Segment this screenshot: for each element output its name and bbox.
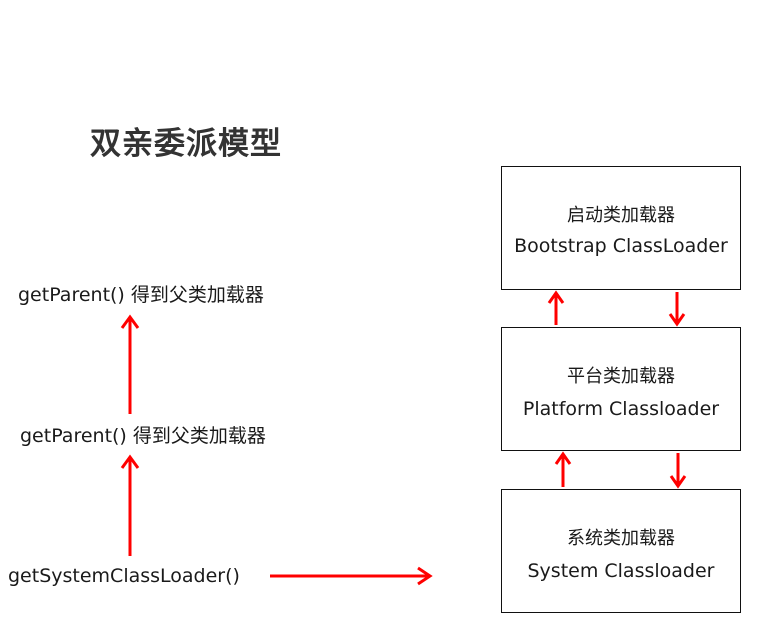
get-parent-label-top: getParent() 得到父类加载器 — [18, 284, 264, 306]
system-name-cn: 系统类加载器 — [567, 528, 675, 549]
get-parent-label-middle: getParent() 得到父类加载器 — [20, 425, 266, 447]
get-system-classloader-label: getSystemClassLoader() — [8, 565, 240, 587]
system-classloader-box: 系统类加载器 System Classloader — [501, 489, 741, 613]
bootstrap-name-cn: 启动类加载器 — [567, 205, 675, 226]
system-name-en: System Classloader — [527, 560, 715, 582]
platform-classloader-box: 平台类加载器 Platform Classloader — [501, 327, 741, 451]
arrow-up-left-bottom — [120, 454, 140, 556]
bootstrap-classloader-box: 启动类加载器 Bootstrap ClassLoader — [501, 166, 741, 290]
arrow-right-to-system — [270, 566, 433, 586]
arrow-up-system-to-platform — [554, 451, 572, 487]
diagram-title: 双亲委派模型 — [90, 126, 282, 162]
arrow-up-platform-to-bootstrap — [547, 290, 565, 325]
platform-name-cn: 平台类加载器 — [567, 366, 675, 387]
arrow-down-platform-to-system — [669, 453, 687, 489]
platform-name-en: Platform Classloader — [522, 398, 720, 420]
arrow-down-bootstrap-to-platform — [668, 292, 686, 327]
bootstrap-name-en: Bootstrap ClassLoader — [514, 235, 728, 257]
arrow-up-left-top — [120, 314, 140, 414]
